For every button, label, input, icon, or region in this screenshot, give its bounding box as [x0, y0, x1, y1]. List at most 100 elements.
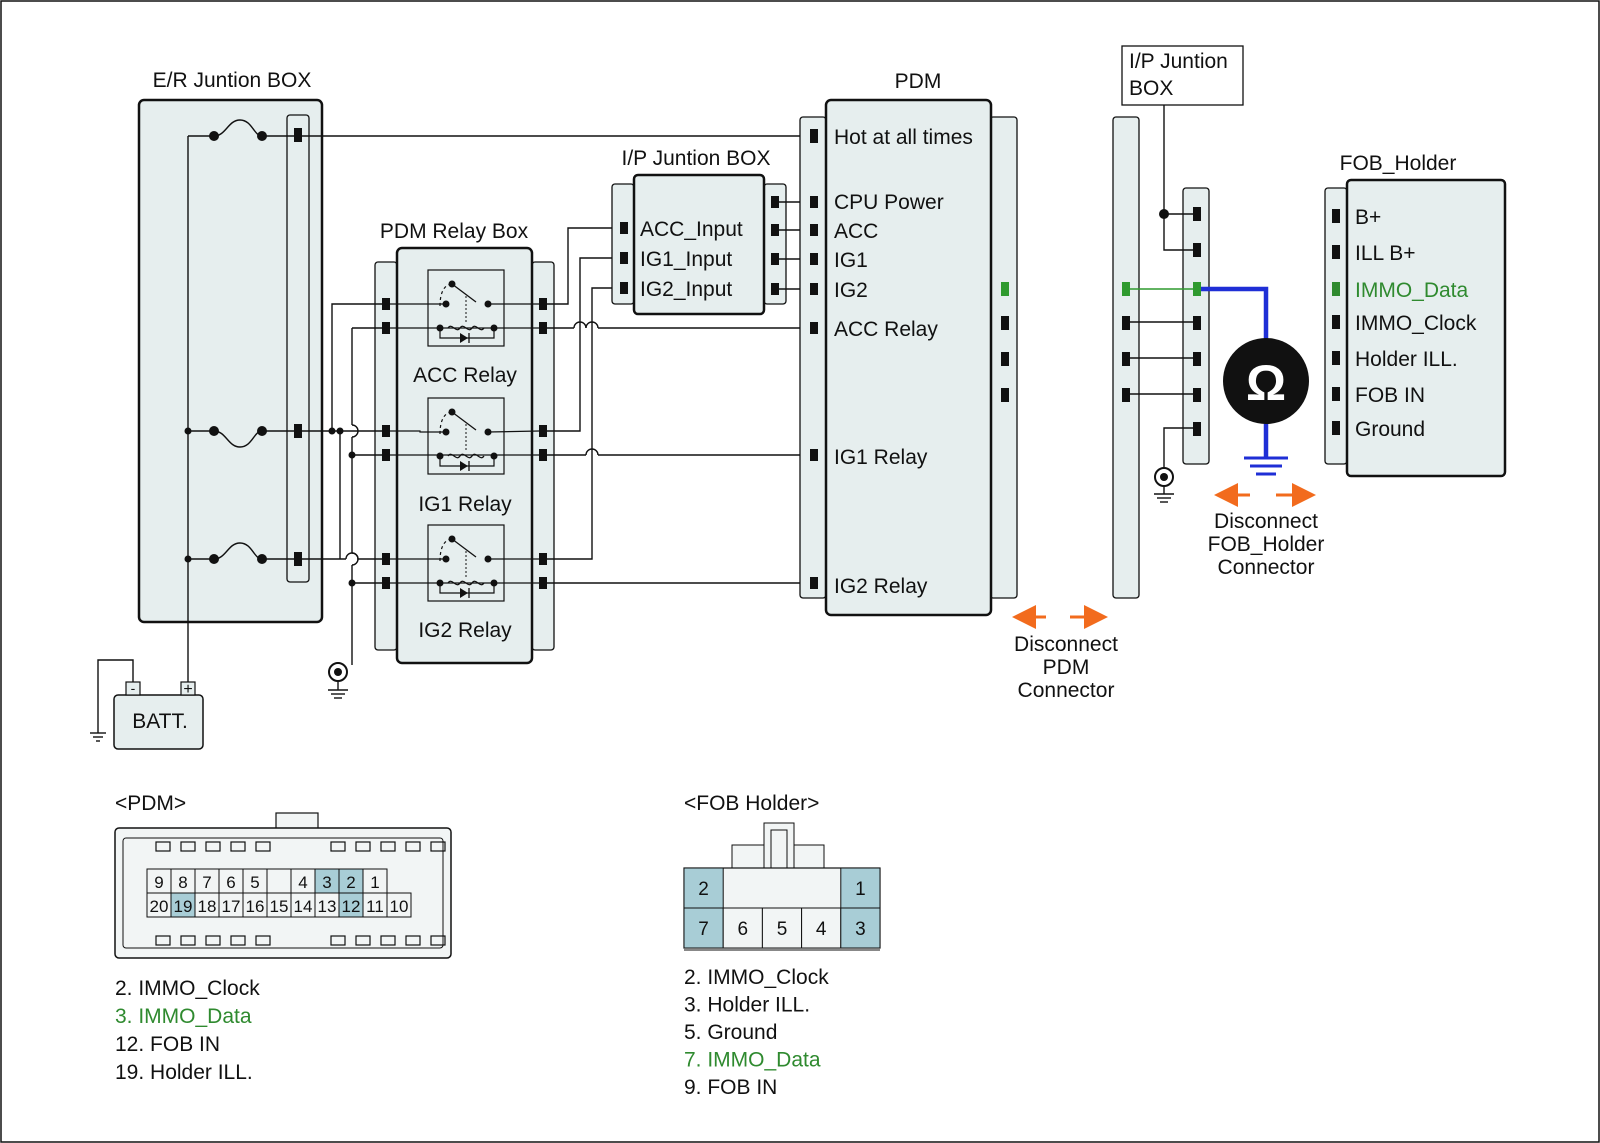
- pdm-cavity-number: 19: [174, 897, 193, 916]
- pdm-pin-note: 3. IMMO_Data: [115, 1005, 252, 1028]
- relay-box-title: PDM Relay Box: [380, 220, 529, 243]
- ip-junction-box-right: I/P Juntion BOX: [1112, 45, 1244, 599]
- fob-holder-pin: [1332, 209, 1340, 223]
- fob-holder-pin: [1332, 315, 1340, 329]
- fob-cavity-number: 7: [698, 919, 709, 940]
- pdm-cavity-number: 17: [222, 897, 241, 916]
- fob-holder-pin: [1332, 245, 1340, 259]
- pdm-cavity: [194, 892, 220, 918]
- pdm-cavity: [242, 892, 268, 918]
- connector-latch: [155, 935, 171, 946]
- pdm-cavity: [266, 868, 292, 894]
- fob-holder-pin-label: FOB IN: [1355, 384, 1425, 407]
- fob-cavity-number: 5: [777, 919, 788, 940]
- fob-holder-module: FOB_Holder B+ILL B+IMMO_DataIMMO_ClockHo…: [1324, 152, 1507, 478]
- relay-symbol-icon: [390, 269, 539, 347]
- pdm-pin-ig2-relay: IG2 Relay: [834, 575, 928, 598]
- disconnect-fob-line1: Disconnect: [1214, 510, 1318, 533]
- connector-latch: [330, 841, 346, 852]
- relay-symbol-icon: [390, 397, 540, 475]
- pdm-cavity: [314, 868, 340, 894]
- pdm-cavity: [194, 868, 220, 894]
- pdm-cavity-number: 12: [342, 897, 361, 916]
- fob-holder-pin: [1332, 421, 1340, 435]
- fob-cavity-number: 1: [855, 879, 866, 900]
- fob-pin-note: 5. Ground: [684, 1021, 777, 1044]
- connector-latch: [180, 841, 196, 852]
- pdm-pin-note: 2. IMMO_Clock: [115, 977, 260, 1000]
- pdm-cavity-number: 3: [322, 873, 331, 892]
- ohm-symbol-icon: Ω: [1246, 355, 1286, 411]
- pdm-cavity-number: 7: [202, 873, 211, 892]
- pdm-pin-ig1-relay: IG1 Relay: [834, 446, 928, 469]
- relay-feed-wiring: [302, 303, 382, 699]
- pdm-cavity: [146, 892, 172, 918]
- pdm-title: PDM: [895, 70, 942, 93]
- pdm-cavity-number: 10: [390, 897, 409, 916]
- ig2-input-label: IG2_Input: [640, 278, 732, 301]
- ig2-relay-label: IG2 Relay: [418, 619, 512, 642]
- fob-holder-pin: [1332, 282, 1340, 296]
- fob-cavity-number: 2: [698, 879, 709, 900]
- ip-box-left-title: I/P Juntion BOX: [621, 147, 770, 170]
- pdm-connector-notes: 2. IMMO_Clock 3. IMMO_Data 12. FOB IN 19. H…: [115, 977, 260, 1084]
- pdm-cavity: [386, 892, 412, 918]
- pdm-module: PDM Hot at all times CPU Power ACC IG1 I…: [799, 70, 1018, 617]
- fob-holder-pin-label: IMMO_Clock: [1355, 312, 1477, 335]
- connector-latch: [405, 935, 421, 946]
- fob-cavity-number: 6: [738, 919, 749, 940]
- fob-holder-pin: [1332, 387, 1340, 401]
- connector-latch: [430, 841, 446, 852]
- connector-latch: [155, 841, 171, 852]
- ip-box-right-title-1: I/P Juntion: [1129, 50, 1228, 73]
- pdm-cavity-number: 2: [346, 873, 355, 892]
- disconnect-pdm-line3: Connector: [1018, 679, 1115, 702]
- pdm-cavity-number: 9: [154, 873, 163, 892]
- connector-latch: [255, 935, 271, 946]
- pdm-cavity-number: 5: [250, 873, 259, 892]
- fob-holder-pin-label: Holder ILL.: [1355, 348, 1458, 371]
- connector-latch: [230, 841, 246, 852]
- fob-pin-note: 3. Holder ILL.: [684, 994, 810, 1017]
- battery-pos: +: [183, 681, 192, 698]
- relay-output-wiring: [547, 227, 815, 584]
- pdm-cavity: [338, 868, 364, 894]
- fob-cavity: [840, 907, 881, 949]
- pdm-pin-cpu-power: CPU Power: [834, 191, 944, 214]
- acc-relay-label: ACC Relay: [413, 364, 517, 387]
- pdm-cavity: [362, 868, 388, 894]
- connector-latch: [205, 935, 221, 946]
- ip-box-right-title-2: BOX: [1129, 77, 1173, 100]
- pdm-pin-ig1: IG1: [834, 249, 868, 272]
- fob-holder-pin-label: Ground: [1355, 418, 1425, 441]
- fob-pin-note: 9. FOB IN: [684, 1076, 777, 1099]
- connector-latch: [230, 935, 246, 946]
- acc-input-label: ACC_Input: [640, 218, 743, 241]
- disconnect-pdm: Disconnect PDM Connector: [1012, 605, 1118, 702]
- fob-connector-title: <FOB Holder>: [684, 792, 819, 815]
- disconnect-fob-line2: FOB_Holder: [1208, 533, 1325, 556]
- er-junction-box: E/R Juntion BOX: [137, 69, 324, 690]
- pdm-pin-note: 12. FOB IN: [115, 1033, 220, 1056]
- pdm-cavity: [170, 868, 196, 894]
- disconnect-pdm-line1: Disconnect: [1014, 633, 1118, 656]
- pdm-pin-acc-relay: ACC Relay: [834, 318, 938, 341]
- pdm-cavity-number: 15: [270, 897, 289, 916]
- connector-latch: [380, 935, 396, 946]
- fob-cavity: [722, 907, 763, 949]
- pdm-cavity: [242, 868, 268, 894]
- pdm-cavity: [146, 868, 172, 894]
- pdm-cavity-number: 8: [178, 873, 187, 892]
- fob-holder-pin: [1332, 351, 1340, 365]
- pdm-cavity-number: 11: [366, 897, 384, 916]
- pdm-cavity-number: 14: [294, 897, 313, 916]
- connector-latch: [355, 935, 371, 946]
- pdm-cavity-number: 6: [226, 873, 235, 892]
- ig1-relay-label: IG1 Relay: [418, 493, 512, 516]
- connector-latch: [205, 841, 221, 852]
- er-box-title: E/R Juntion BOX: [153, 69, 312, 92]
- pdm-cavity-number: 18: [198, 897, 217, 916]
- pdm-pin-note: 19. Holder ILL.: [115, 1061, 253, 1084]
